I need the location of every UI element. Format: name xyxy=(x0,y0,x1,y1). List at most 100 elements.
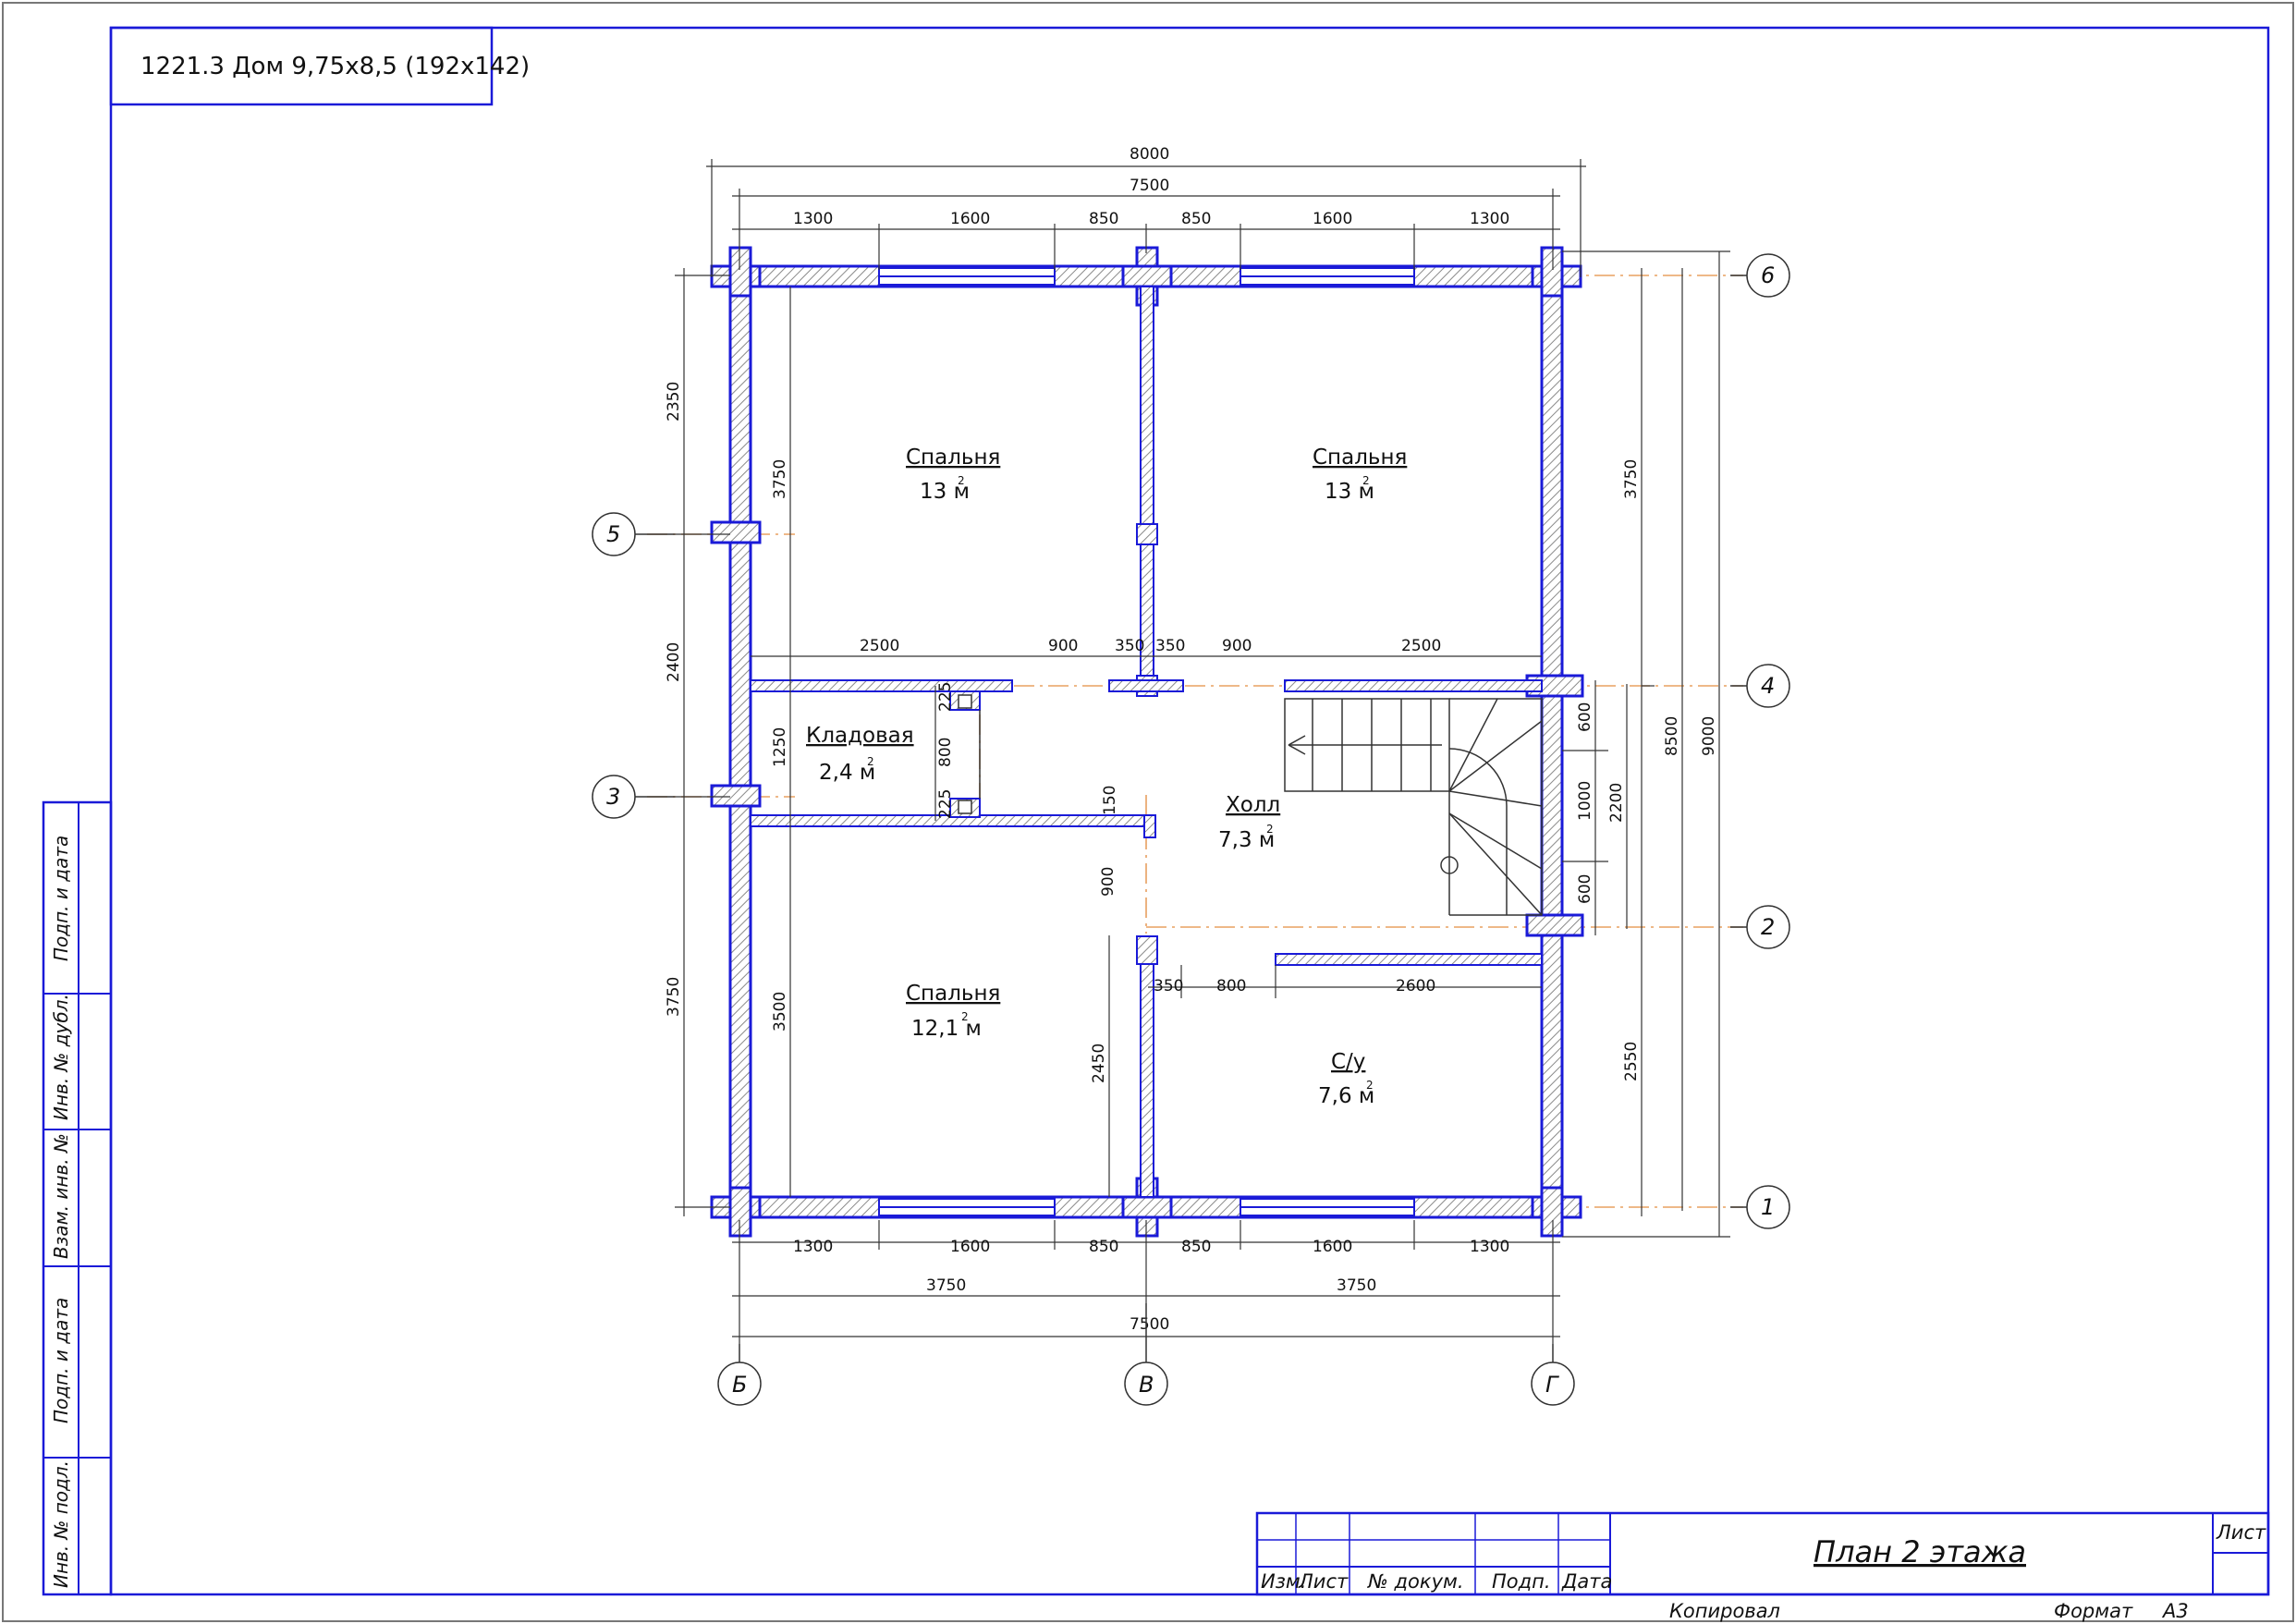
dim-value: 850 xyxy=(1181,1238,1211,1256)
dim-value: 1300 xyxy=(793,1238,833,1256)
axis-label: В xyxy=(1139,1372,1154,1398)
dim-value: 850 xyxy=(1181,210,1211,228)
axis-label: 2 xyxy=(1761,914,1775,940)
dimension-values: 8000 7500 1300 1600 850 850 1600 1300 13… xyxy=(665,145,1718,1334)
dim-value: 850 xyxy=(1089,1238,1118,1256)
room-bedroom-1: Спальня 13 м 2 xyxy=(906,446,1000,504)
dim-value: 2400 xyxy=(665,642,683,682)
dim-value: 900 xyxy=(1048,637,1078,655)
room-area-sup: 2 xyxy=(867,755,874,768)
room-area-sup: 2 xyxy=(1266,823,1274,836)
dim-value: 1300 xyxy=(1470,210,1509,228)
dim-value: 900 xyxy=(1222,637,1252,655)
side-stamp-label: Подп. и дата xyxy=(50,1298,72,1423)
room-name: Спальня xyxy=(906,982,1000,1006)
dim-value: 8000 xyxy=(1130,145,1169,164)
room-area: 7,6 м xyxy=(1318,1084,1374,1108)
room-area: 13 м xyxy=(1325,480,1374,504)
room-bathroom: С/у 7,6 м 2 xyxy=(1318,1050,1374,1108)
dim-value: 2200 xyxy=(1607,783,1626,823)
wall-right xyxy=(1540,264,1564,1219)
room-bedroom-3: Спальня 12,1 м 2 xyxy=(906,982,1000,1041)
project-title: 1221.3 Дом 9,75х8,5 (192х142) xyxy=(140,53,530,80)
dim-value: 1600 xyxy=(950,1238,990,1256)
room-area-sup: 2 xyxy=(1366,1079,1374,1092)
copied-label: Копировал xyxy=(1669,1600,1780,1622)
dim-value: 900 xyxy=(1099,867,1117,897)
partition-bath-top xyxy=(1275,953,1543,966)
stamp-col-label: Лист xyxy=(1298,1570,1349,1593)
room-hall: Холл 7,3 м 2 xyxy=(1218,793,1280,852)
title-block: Изм. Лист № докум. Подп. Дата План 2 эта… xyxy=(1255,1511,2270,1622)
room-area-sup: 2 xyxy=(958,474,965,487)
dim-value: 350 xyxy=(1155,637,1185,655)
room-name: Спальня xyxy=(906,446,1000,470)
dim-value: 1300 xyxy=(793,210,833,228)
axis-marker-1: 1 xyxy=(1730,1185,1790,1229)
axis-marker-4: 4 xyxy=(1730,664,1790,708)
dim-value: 1300 xyxy=(1470,1238,1509,1256)
stairs xyxy=(1284,698,1543,916)
axis-label: 1 xyxy=(1761,1194,1775,1220)
dim-value: 2500 xyxy=(1401,637,1441,655)
partition-center-bottom xyxy=(1140,951,1154,1198)
format-label: Формат xyxy=(2054,1600,2133,1622)
dimension-lines xyxy=(675,159,1730,1344)
dim-value: 225 xyxy=(936,789,955,819)
room-area: 13 м xyxy=(920,480,970,504)
axis-label: 3 xyxy=(606,784,620,810)
dim-value: 1600 xyxy=(1313,210,1352,228)
project-title-box: 1221.3 Дом 9,75х8,5 (192х142) xyxy=(109,26,530,106)
dim-value: 350 xyxy=(1115,637,1144,655)
side-stamp: Подп. и дата Инв. № дубл. Взам. инв. № П… xyxy=(42,800,113,1596)
stamp-col-label: № докум. xyxy=(1367,1570,1464,1593)
pantry-door xyxy=(958,694,981,814)
drawing-frame xyxy=(109,26,2270,1596)
dim-value: 600 xyxy=(1576,874,1594,904)
partition-row4-left xyxy=(750,679,1013,692)
axis-label: 5 xyxy=(606,521,620,547)
partition-row4-mid xyxy=(1108,679,1184,692)
dim-value: 1250 xyxy=(771,727,789,767)
sheet-title: План 2 этажа xyxy=(1814,1534,2026,1569)
sheet-label: Лист xyxy=(2216,1521,2266,1544)
stamp-col-label: Дата xyxy=(1561,1570,1612,1593)
partitions xyxy=(750,286,1543,1198)
dim-value: 600 xyxy=(1576,702,1594,732)
dim-value: 150 xyxy=(1101,786,1119,815)
dim-value: 7500 xyxy=(1130,177,1169,195)
dim-value: 2500 xyxy=(860,637,899,655)
axis-marker-3: 3 xyxy=(592,775,675,819)
format-value: А3 xyxy=(2161,1600,2189,1622)
dim-value: 2450 xyxy=(1090,1044,1108,1083)
dim-value: 3750 xyxy=(926,1276,966,1295)
room-labels: Спальня 13 м 2 Спальня 13 м 2 Кладовая 2… xyxy=(806,446,1407,1108)
dim-value: 3750 xyxy=(1622,459,1641,499)
axis-label: Г xyxy=(1545,1372,1559,1398)
axis-marker-2: 2 xyxy=(1730,905,1790,949)
dim-value: 3750 xyxy=(665,977,683,1017)
axis-marker-5: 5 xyxy=(592,512,675,556)
dim-value: 8500 xyxy=(1663,716,1681,756)
dim-value: 9000 xyxy=(1700,716,1718,756)
dim-value: 3750 xyxy=(1337,1276,1376,1295)
room-pantry: Кладовая 2,4 м 2 xyxy=(806,724,914,785)
stamp-col-label: Изм. xyxy=(1261,1570,1306,1593)
dim-value: 800 xyxy=(936,738,955,767)
dim-value: 2600 xyxy=(1396,977,1435,995)
dim-value: 3750 xyxy=(771,459,789,499)
room-name: Спальня xyxy=(1313,446,1407,470)
room-area: 7,3 м xyxy=(1218,828,1275,852)
room-area: 2,4 м xyxy=(819,761,875,785)
side-stamp-label: Взам. инв. № xyxy=(50,1133,72,1259)
side-stamp-label: Инв. № подл. xyxy=(50,1460,72,1588)
axis-marker-g: Г xyxy=(1531,1344,1575,1406)
dim-value: 1000 xyxy=(1576,781,1594,821)
wall-left xyxy=(728,264,752,1219)
dim-value: 2350 xyxy=(665,382,683,421)
dim-value: 3500 xyxy=(771,992,789,1032)
dim-value: 850 xyxy=(1089,210,1118,228)
side-stamp-label: Подп. и дата xyxy=(50,836,72,961)
